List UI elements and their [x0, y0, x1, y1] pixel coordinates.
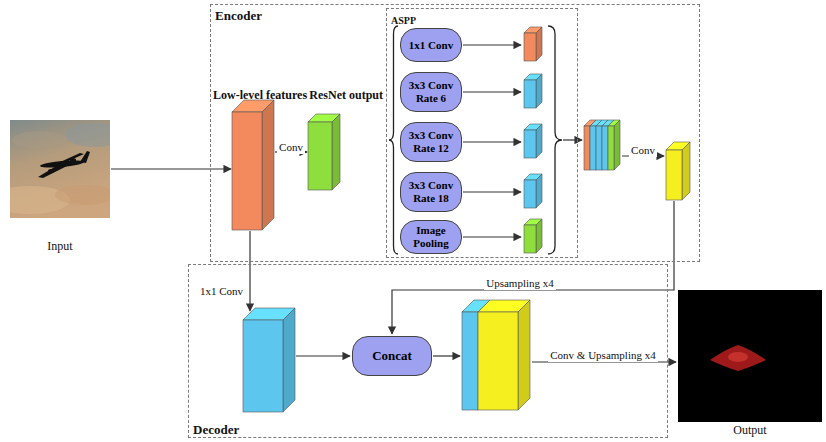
edge-label: Conv: [277, 141, 305, 154]
output-mask: [678, 290, 822, 422]
feature-map: [232, 100, 274, 230]
dashed-region: ASPP 1x1 Conv 3x3 Conv Rate 6 3x3 Conv Rate…: [386, 8, 578, 258]
curly-brace: [389, 26, 398, 254]
feature-map: [243, 308, 295, 412]
connector-arrow: [111, 168, 231, 169]
airplane-silhouette: [38, 151, 90, 178]
operation-label: 1x1 Conv: [409, 39, 453, 52]
block-caption: Input: [10, 240, 110, 254]
block-caption: Low-level features: [213, 89, 307, 103]
operation-label: 3x3 Conv Rate 18: [405, 179, 457, 204]
operation-pill: 3x3 Conv Rate 18: [400, 172, 462, 212]
operation-pill: Concat: [352, 336, 432, 376]
image-panel: Output: [678, 290, 822, 422]
flow-arrow: [463, 44, 521, 45]
region-title: ASPP: [391, 15, 416, 27]
image-panel: Input: [10, 120, 110, 218]
operation-pill: 1x1 Conv: [400, 28, 462, 62]
feature-map: [596, 120, 608, 170]
feature-map: [524, 124, 542, 158]
feature-map: [308, 114, 340, 190]
flow-arrow: [463, 191, 521, 192]
region-title: Decoder: [193, 423, 239, 438]
flow-arrow: [392, 201, 674, 334]
region-title: Encoder: [215, 9, 262, 24]
feature-map: [608, 120, 620, 170]
flow-arrow: [433, 355, 460, 356]
feature-block: ResNet output: [308, 114, 340, 190]
operation-label: Image Pooling: [405, 224, 457, 249]
flow-arrow: [249, 231, 250, 311]
input-photo: [10, 120, 110, 218]
step-label: Conv & Upsampling x4: [548, 349, 657, 362]
flow-arrow: [563, 139, 582, 140]
feature-map: [666, 142, 690, 200]
flow-arrow: [463, 91, 521, 92]
operation-pill: 3x3 Conv Rate 6: [400, 72, 462, 112]
feature-map: [524, 174, 542, 208]
curly-brace: [548, 26, 562, 254]
step-label: Conv: [629, 144, 657, 157]
flow-arrow: [296, 355, 350, 356]
flow-arrow: [463, 236, 521, 237]
feature-map: [584, 120, 596, 170]
step-label: 1x1 Conv: [198, 285, 245, 298]
operation-label: Concat: [372, 349, 412, 364]
dashed-region: EncoderLow-level featuresResNet outputAS…: [210, 4, 700, 262]
operation-label: 3x3 Conv Rate 12: [405, 129, 457, 154]
operation-label: 3x3 Conv Rate 6: [405, 79, 457, 104]
operation-pill: 3x3 Conv Rate 12: [400, 122, 462, 162]
block-caption: Output: [678, 424, 822, 438]
feature-map: [524, 219, 542, 253]
feature-map: [524, 74, 542, 108]
feature-map: [478, 300, 530, 410]
block-caption: ResNet output: [309, 89, 383, 103]
feature-block: Low-level features: [232, 100, 274, 230]
operation-pill: Image Pooling: [400, 220, 462, 254]
feature-map: [524, 27, 542, 61]
step-label: Upsampling x4: [484, 277, 556, 290]
flow-arrow: [463, 141, 521, 142]
feature-map: [590, 120, 602, 170]
feature-map: [602, 120, 614, 170]
